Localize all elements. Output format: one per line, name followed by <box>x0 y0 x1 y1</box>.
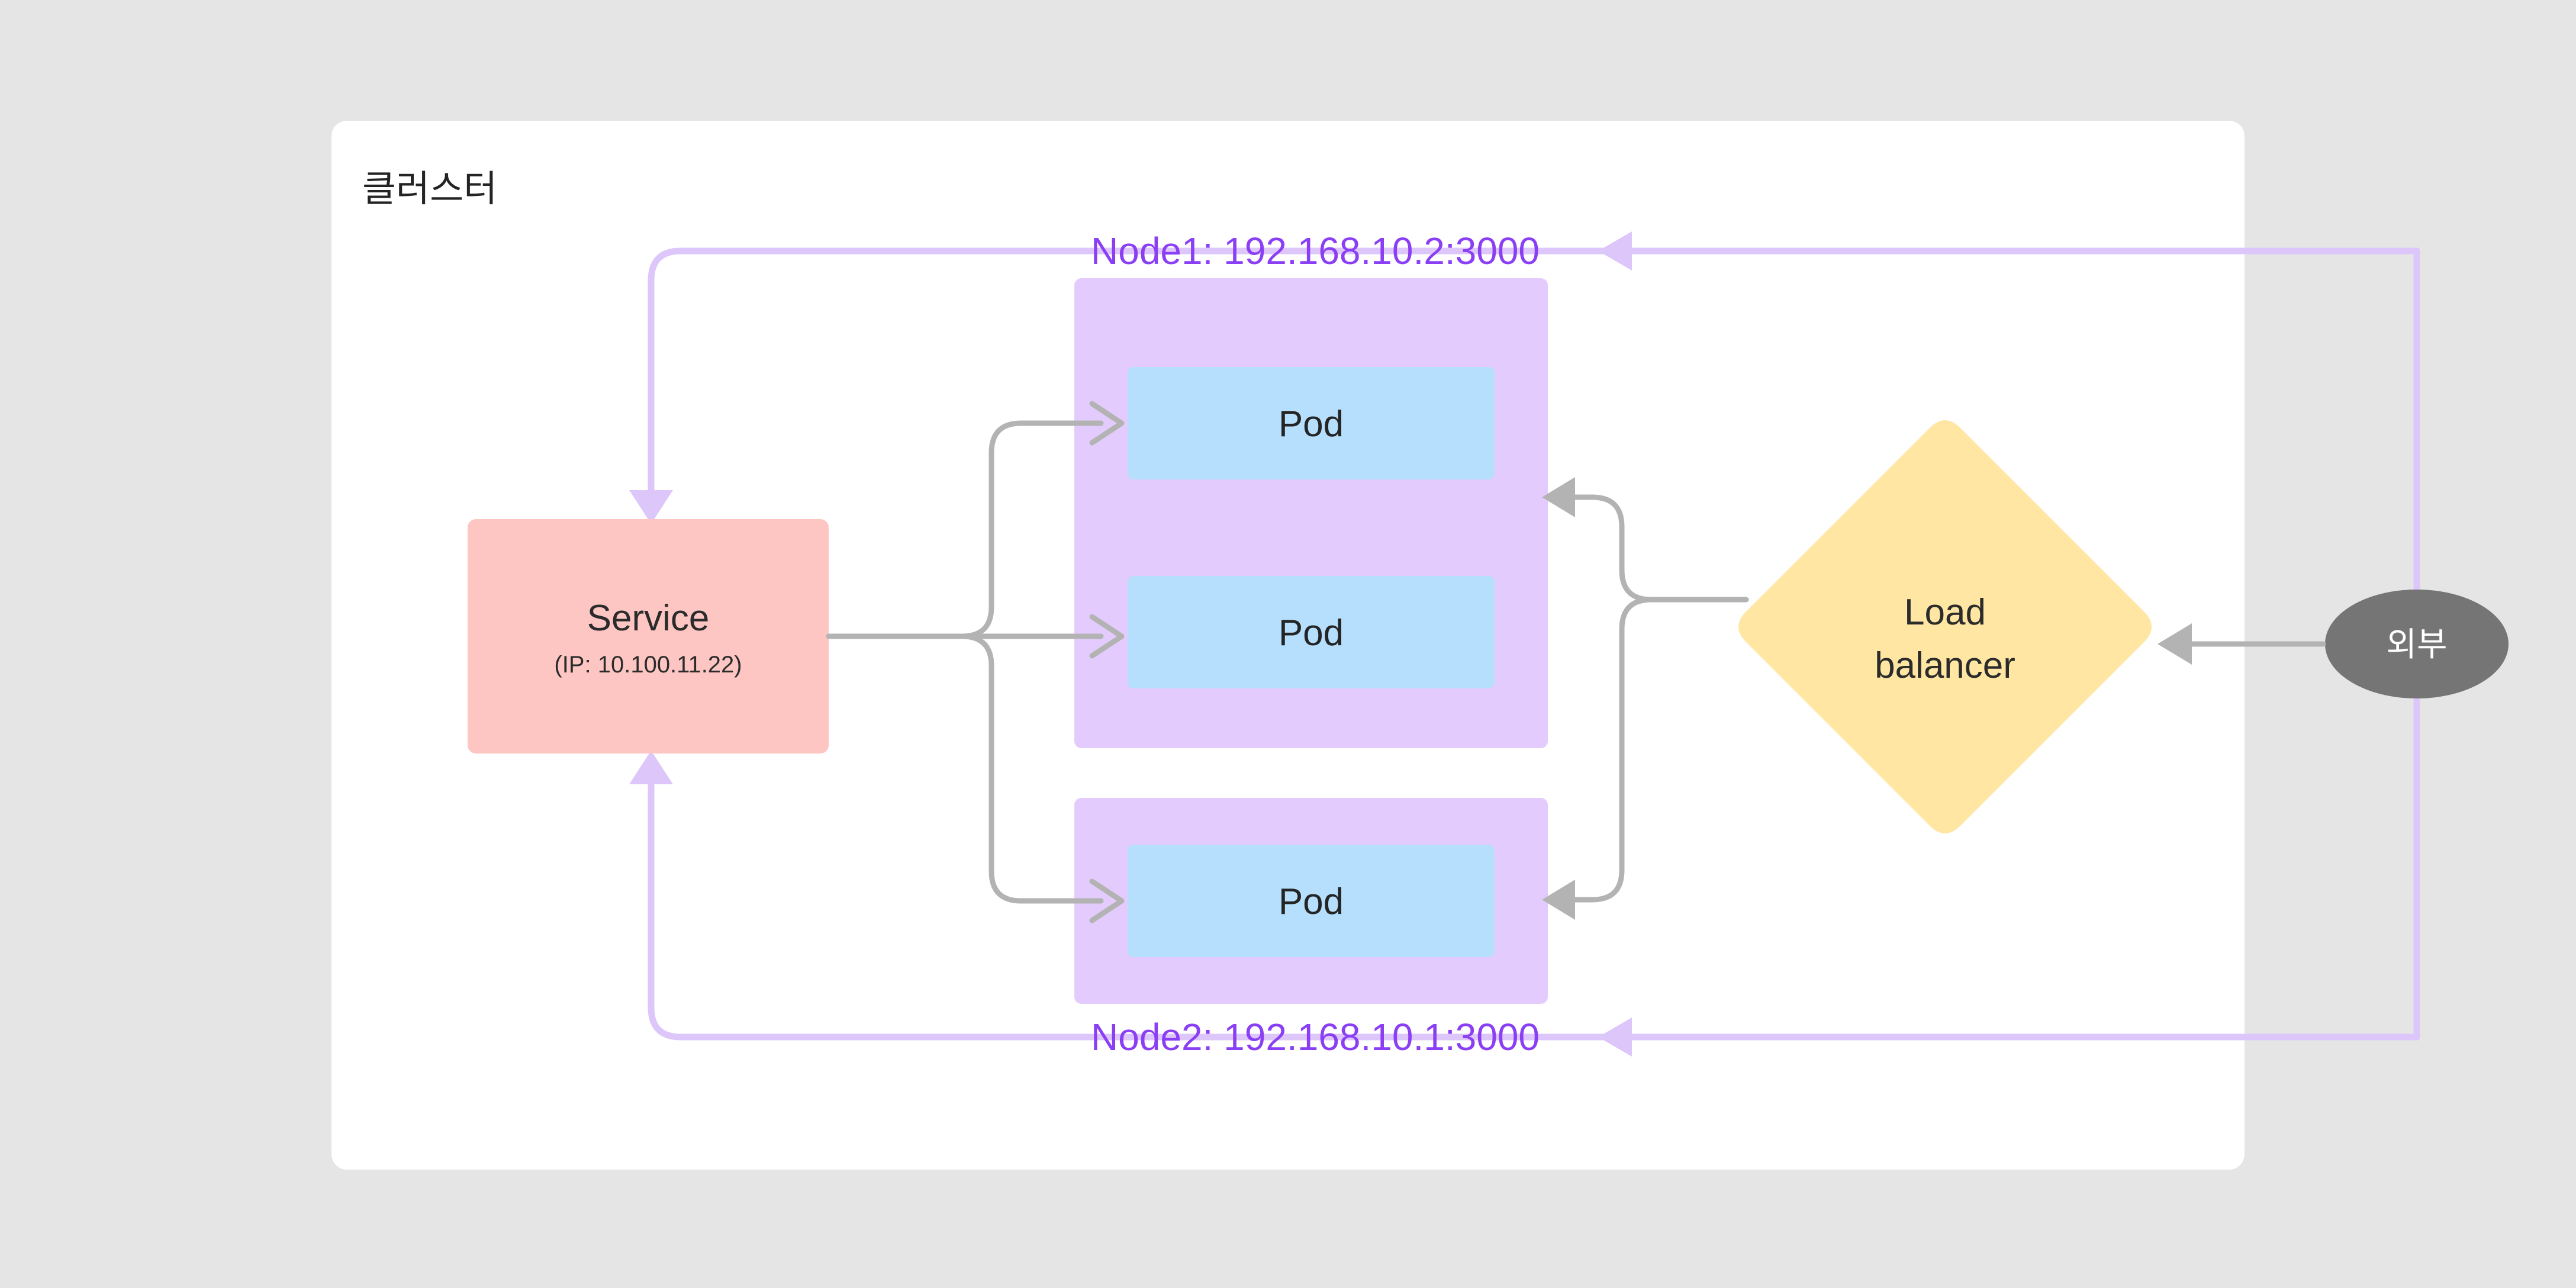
load-balancer-diamond[interactable] <box>1738 420 2152 833</box>
load-balancer-label-line1: Load <box>1904 592 1986 633</box>
cluster-label: 클러스터 <box>362 169 497 210</box>
pod-label-2: Pod <box>1279 613 1344 653</box>
node2-label: Node2: 192.168.10.1:3000 <box>1091 1016 1540 1058</box>
node1-return-path <box>648 247 2420 498</box>
node1-inbound-arrowhead <box>1542 477 1575 517</box>
external-ellipse[interactable] <box>2325 590 2509 698</box>
node1-label: Node1: 192.168.10.2:3000 <box>1091 230 1540 272</box>
service-branch-riser <box>959 420 1104 639</box>
node2-label-arrowhead <box>1598 1017 1632 1057</box>
load-balancer-label-line2: balancer <box>1875 645 2015 686</box>
node1-pod-1[interactable] <box>1128 367 1495 479</box>
node1-return-arrowhead <box>629 490 673 524</box>
node1-label-arrowhead <box>1598 231 1632 271</box>
lb-inbound-arrowhead <box>2158 623 2192 665</box>
lb-branch-lower <box>1563 597 1654 903</box>
lb-branch-upper <box>1563 494 1654 603</box>
service-branch-lower <box>959 633 1104 904</box>
node2-return-arrowhead <box>629 751 673 784</box>
pod-label-3: Pod <box>1279 881 1344 922</box>
pod-label-1: Pod <box>1279 404 1344 445</box>
node2-inbound-arrowhead <box>1542 880 1575 920</box>
node2-pod-1[interactable] <box>1128 845 1495 957</box>
node1-pod-2[interactable] <box>1128 576 1495 688</box>
node2-return-path <box>648 777 2420 1041</box>
pod3-arrowhead <box>1089 878 1125 923</box>
service-ip: (IP: 10.100.11.22) <box>554 652 742 678</box>
pod2-arrowhead <box>1089 614 1125 659</box>
external-label: 외부 <box>2386 626 2447 663</box>
service-title: Service <box>587 598 710 639</box>
pod1-arrowhead <box>1089 401 1125 446</box>
service-box[interactable] <box>468 519 829 754</box>
